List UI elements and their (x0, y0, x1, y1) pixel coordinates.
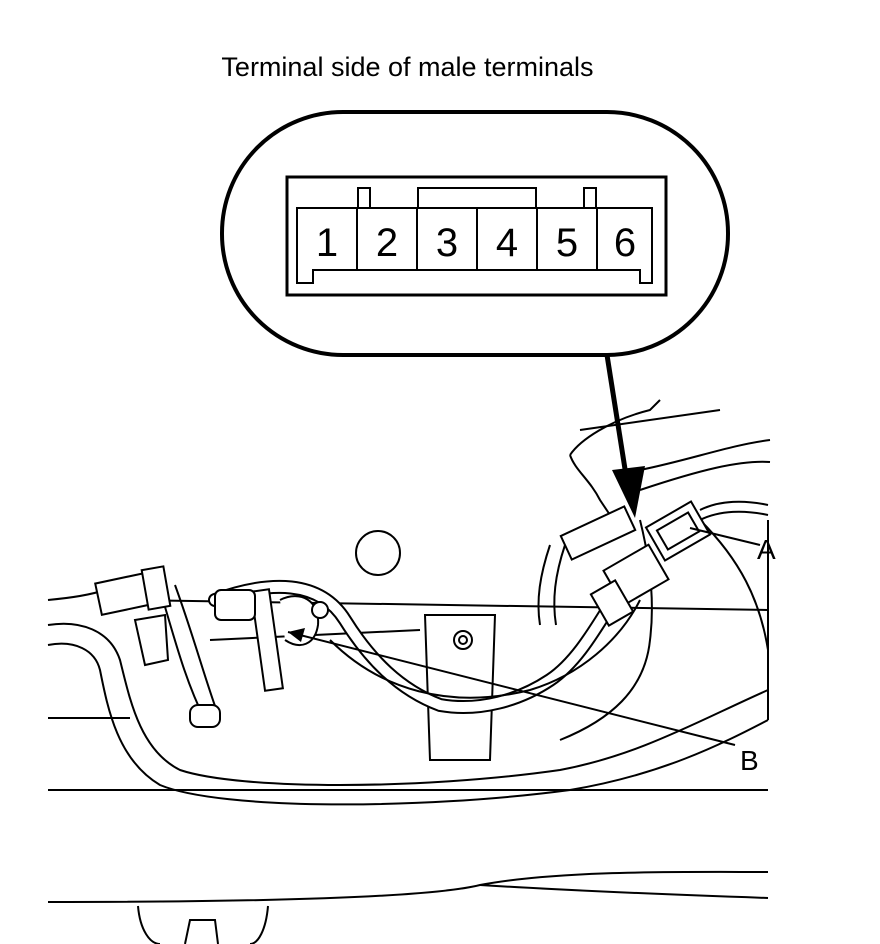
wire-harness (47, 500, 769, 721)
vehicle-body-outline (47, 399, 771, 944)
diagram-caption: Terminal side of male terminals (221, 52, 594, 82)
callout-label-a: A (757, 534, 776, 565)
connector-a-assembly (559, 500, 712, 627)
pin-label-5: 5 (556, 221, 578, 265)
connector-face (285, 175, 668, 297)
pin-label-3: 3 (436, 221, 458, 265)
pointer-arrow (604, 354, 645, 518)
pin-label-6: 6 (614, 221, 636, 265)
callout-label-b: B (740, 745, 759, 776)
pin-label-1: 1 (316, 221, 338, 265)
leader-line-b (287, 628, 736, 746)
pin-label-2: 2 (376, 221, 398, 265)
leader-line-a (689, 527, 761, 546)
pin-label-4: 4 (496, 221, 518, 265)
left-connector-cluster (94, 565, 329, 728)
